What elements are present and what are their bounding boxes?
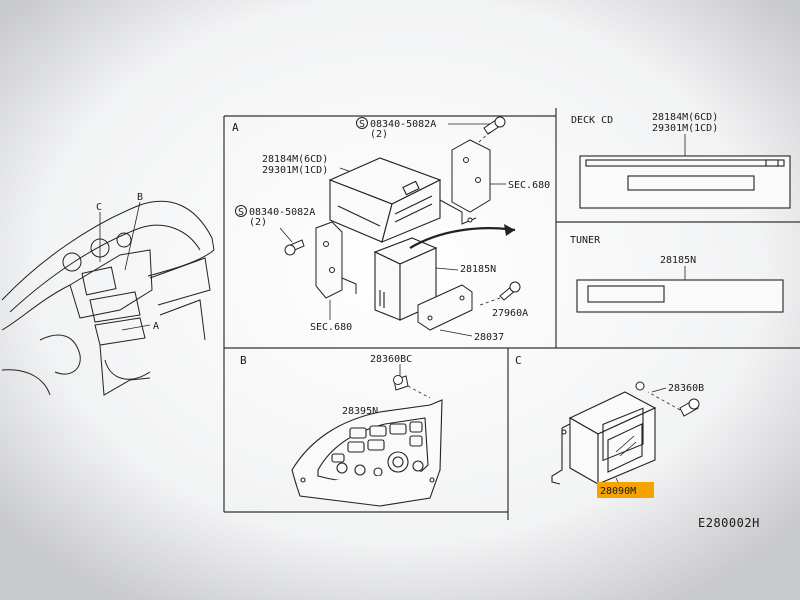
deck-cd-6cd-label: 28184M(6CD) bbox=[652, 112, 718, 123]
right-bracket bbox=[439, 139, 491, 225]
bolt-icon bbox=[499, 281, 521, 301]
sec-680-left-label: SEC.680 bbox=[310, 322, 352, 333]
amplifier-label: 28185N bbox=[460, 264, 496, 275]
tuner-title: TUNER bbox=[570, 235, 601, 246]
bolt-label: 27960A bbox=[492, 308, 528, 319]
dashboard-overview bbox=[1, 200, 215, 396]
cd-deck-unit bbox=[328, 157, 442, 243]
overview-label-b: B bbox=[137, 192, 143, 203]
sec-680-right-label: SEC.680 bbox=[508, 180, 550, 191]
control-panel-b bbox=[291, 399, 443, 507]
svg-text:S: S bbox=[359, 119, 365, 130]
curved-arrow bbox=[409, 227, 516, 249]
tuner-part-label: 28185N bbox=[660, 255, 696, 266]
screw-left-icon bbox=[284, 239, 305, 256]
svg-text:S: S bbox=[238, 207, 244, 218]
screw-left-qty: (2) bbox=[249, 217, 267, 228]
deck-cd-front-view bbox=[579, 155, 791, 209]
screw-b-label: 28360BC bbox=[370, 354, 412, 365]
frame-lines bbox=[223, 108, 800, 520]
screw-left-label: 08340-5082A bbox=[249, 207, 315, 218]
overview-label-a: A bbox=[153, 321, 159, 332]
standard-part-icon bbox=[235, 205, 247, 217]
lower-bracket bbox=[417, 284, 473, 331]
highlight-marker bbox=[597, 482, 654, 498]
diagram-code: E280002H bbox=[698, 516, 760, 530]
screw-c-small-icon bbox=[635, 381, 645, 391]
left-bracket bbox=[315, 221, 357, 299]
screw-top-qty: (2) bbox=[370, 129, 388, 140]
bracket-label: 28037 bbox=[474, 332, 504, 343]
screw-top-icon bbox=[483, 116, 506, 135]
panel-b-label: 28395N bbox=[342, 406, 378, 417]
deck-cd-1cd-label: 29301M(1CD) bbox=[652, 123, 718, 134]
deck-cd-title: DECK CD bbox=[571, 115, 613, 126]
control-module-c bbox=[551, 391, 657, 485]
section-c-letter: C bbox=[515, 354, 522, 367]
screw-top-label: 08340-5082A bbox=[370, 119, 436, 130]
screw-c-label: 28360B bbox=[668, 383, 704, 394]
overview-label-c: C bbox=[96, 202, 102, 213]
cd-unit-1cd-label: 29301M(1CD) bbox=[262, 165, 328, 176]
cd-unit-6cd-label: 28184M(6CD) bbox=[262, 154, 328, 165]
section-a-letter: A bbox=[232, 121, 239, 134]
section-b-letter: B bbox=[240, 354, 247, 367]
tuner-front-view bbox=[576, 279, 784, 313]
screw-c-icon bbox=[679, 398, 700, 417]
overview-leaders bbox=[99, 201, 151, 331]
module-c-label: 28090M bbox=[600, 486, 636, 497]
standard-part-icon bbox=[356, 117, 368, 129]
